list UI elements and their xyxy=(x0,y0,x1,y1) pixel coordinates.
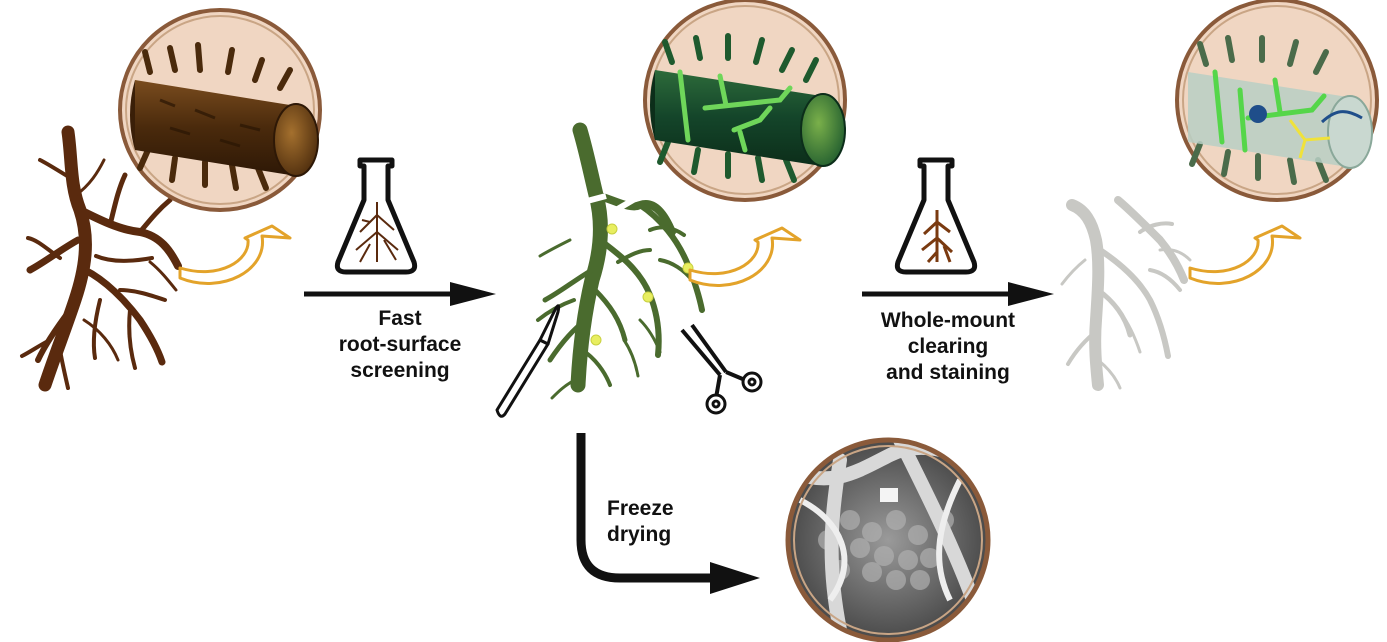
curved-arrow-icon-3 xyxy=(1188,224,1302,285)
curved-arrow-icon-2 xyxy=(688,226,802,287)
cleared-root-zoom-circle xyxy=(1175,0,1379,202)
cleared-root xyxy=(1060,196,1192,391)
process-arrow-clearing xyxy=(862,282,1054,306)
brown-root xyxy=(20,125,182,392)
flask-icon-2 xyxy=(894,157,978,275)
cut-marks xyxy=(571,193,642,213)
sem-image-circle xyxy=(785,437,991,642)
flask-icon xyxy=(334,157,418,275)
label-line: Freeze xyxy=(607,497,674,520)
label-line: and staining xyxy=(886,361,1010,384)
process-arrow-freeze xyxy=(576,433,760,594)
root-surface-zoom-circle-green xyxy=(643,0,847,202)
scissors-icon xyxy=(680,323,763,415)
label-line: Whole-mount xyxy=(880,309,1016,332)
root-surface-zoom-circle xyxy=(118,8,322,212)
label-line: Fast xyxy=(378,307,422,330)
label-line: root-surface xyxy=(338,333,462,356)
label-line: screening xyxy=(350,359,450,382)
process-arrow-screening xyxy=(304,282,496,306)
label-whole-mount: Whole-mount clearing and staining xyxy=(856,308,1040,386)
label-line: clearing xyxy=(907,335,989,358)
label-line: drying xyxy=(607,523,672,546)
label-fast-screening: Fast root-surface screening xyxy=(320,306,480,384)
curved-arrow-icon xyxy=(178,224,292,285)
label-freeze-drying: Freeze drying xyxy=(607,496,727,548)
hyphae-spots xyxy=(590,223,694,346)
scalpel-icon xyxy=(495,304,561,418)
